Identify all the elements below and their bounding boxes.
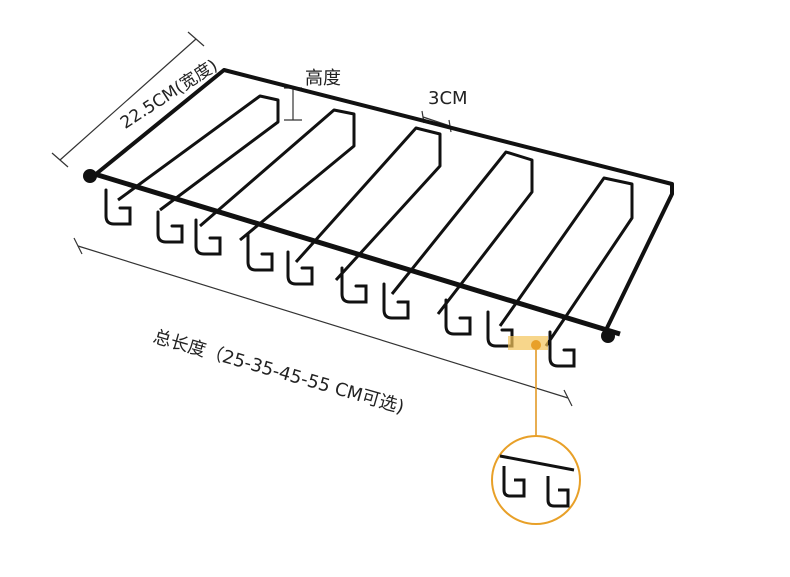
length-dimension-line xyxy=(73,237,573,407)
spacing-label: 3CM xyxy=(428,88,468,109)
height-label: 高度 xyxy=(305,68,341,89)
rack-rails xyxy=(117,94,634,347)
callout-anchor xyxy=(531,340,541,350)
height-dimension-line xyxy=(284,87,302,121)
rack-hooks xyxy=(104,188,576,368)
detail-highlight xyxy=(508,336,548,350)
width-dimension-line xyxy=(51,31,205,168)
detail-callout xyxy=(491,435,581,525)
